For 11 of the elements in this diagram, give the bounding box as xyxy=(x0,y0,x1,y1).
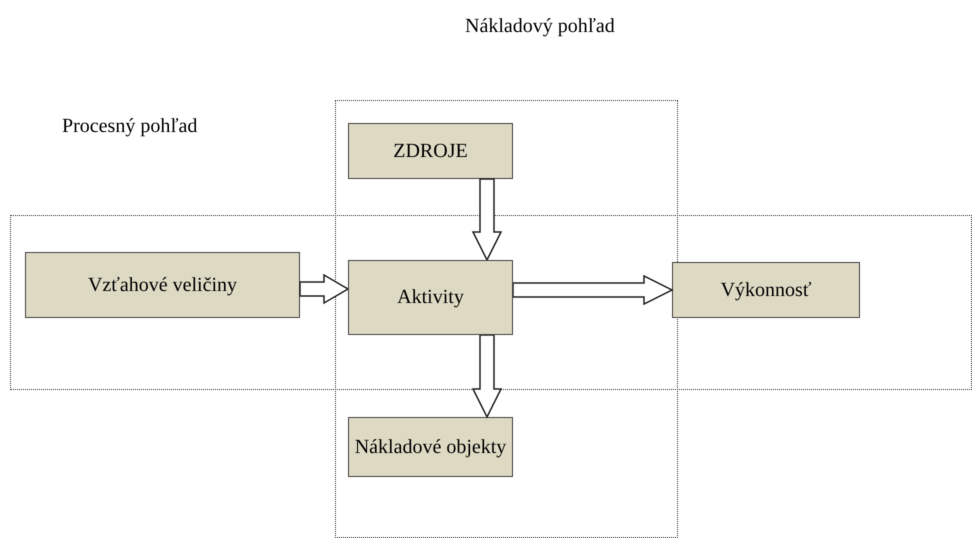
process-box: Aktivity xyxy=(348,260,513,335)
block-arrow xyxy=(512,274,674,306)
block-arrow xyxy=(299,274,350,304)
band-title: Procesný pohľad xyxy=(62,115,198,138)
process-box: Vzťahové veličiny xyxy=(25,252,300,318)
band-title: Nákladový pohľad xyxy=(465,15,615,38)
process-box: Nákladové objekty xyxy=(348,417,513,477)
process-box: ZDROJE xyxy=(348,123,513,179)
process-box: Výkonnosť xyxy=(672,262,860,318)
block-arrow xyxy=(472,178,502,262)
block-arrow xyxy=(472,334,502,419)
